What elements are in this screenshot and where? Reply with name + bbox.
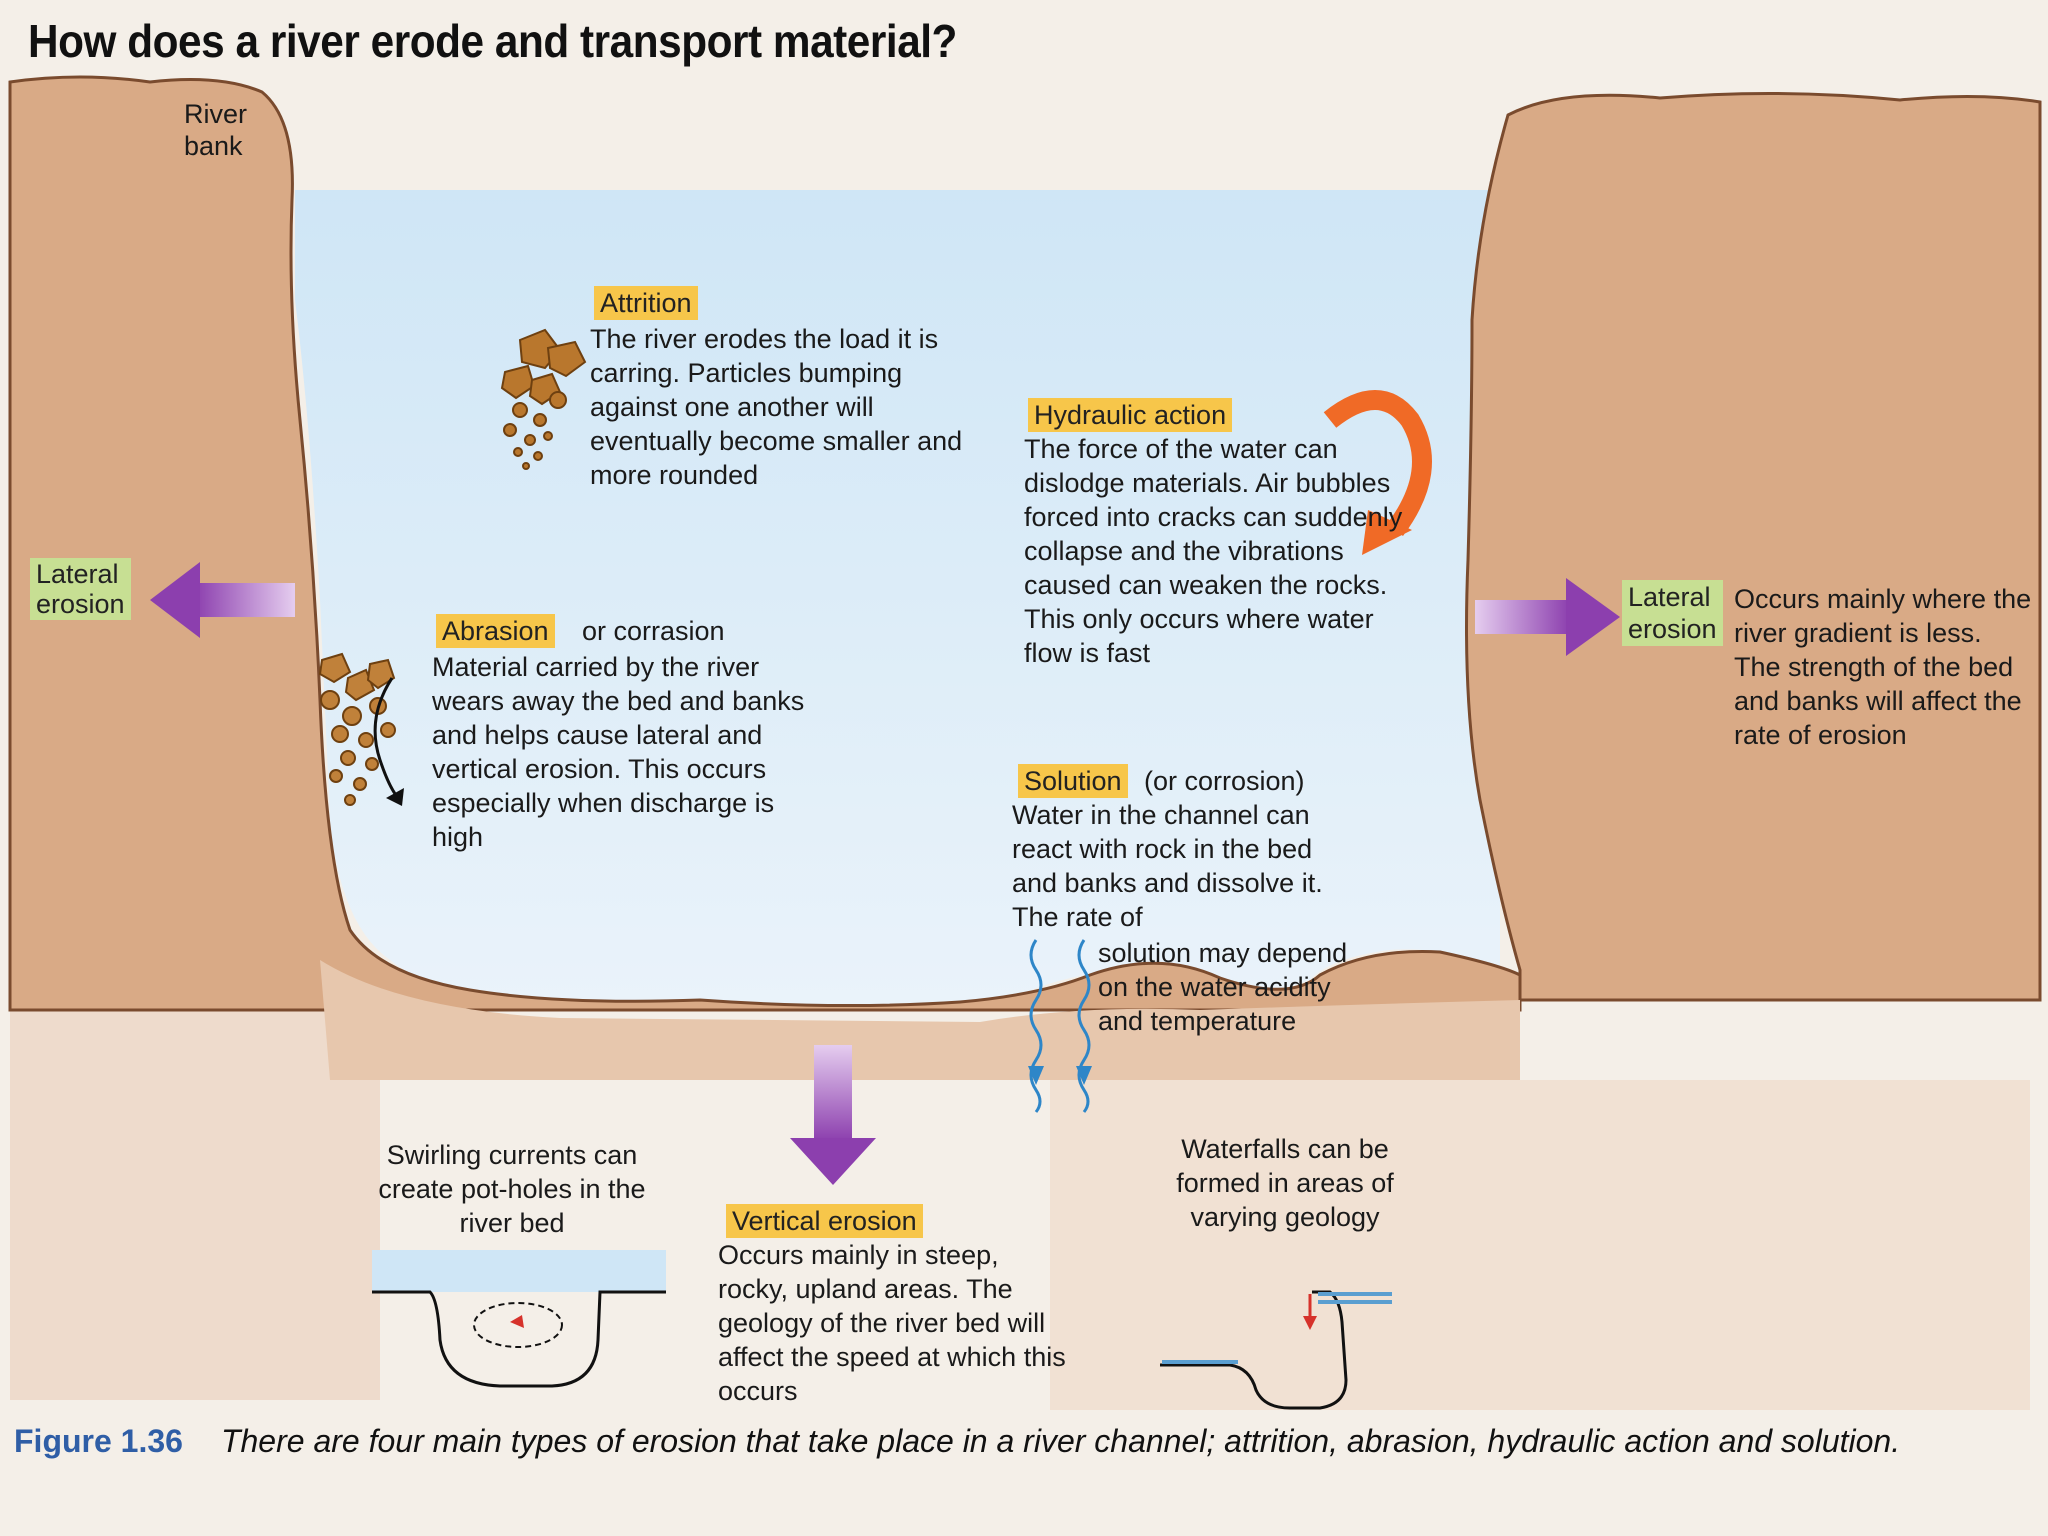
lateral-left-arrow-head — [150, 562, 200, 638]
waterfall-profile — [1160, 1290, 1348, 1410]
caption-text: There are four main types of erosion tha… — [220, 1423, 1901, 1459]
hydraulic-action-text: The force of the water can dislodge mate… — [1024, 434, 1403, 668]
vertical-erosion-text: Occurs mainly in steep, rocky, upland ar… — [718, 1240, 1066, 1406]
attrition-label: Attrition — [594, 286, 698, 320]
channel-bed-band — [320, 960, 1520, 1080]
waterfall-flow-arrowhead — [1303, 1316, 1317, 1330]
lateral-left-label: Lateral erosion — [30, 558, 131, 620]
solution-text-top: Water in the channel can react with rock… — [1012, 800, 1323, 932]
waterfall-water-lines — [1162, 1292, 1392, 1364]
abrasion-label-suffix: or corrasion — [582, 616, 725, 646]
ground-below-left — [10, 1000, 380, 1400]
left-river-bank — [8, 75, 1522, 1012]
solution-label-suffix: (or corrosion) — [1144, 766, 1305, 796]
hydraulic-action-arrow — [1323, 390, 1432, 536]
pothole-swirl-arrowhead — [510, 1315, 524, 1328]
pothole-profile — [372, 1290, 666, 1388]
lateral-right-arrow-head — [1566, 578, 1620, 656]
ground-below-right — [1050, 1080, 2030, 1410]
right-river-bank — [1465, 91, 2042, 1002]
pothole-swirl — [473, 1302, 563, 1348]
potholes-text: Swirling currents can create pot-holes i… — [378, 1140, 646, 1238]
page-title: How does a river erode and transport mat… — [28, 15, 957, 67]
solution-wavy-arrows — [1029, 939, 1091, 1113]
river-bank-label: River bank — [184, 99, 248, 161]
solution-label: Solution — [1018, 764, 1128, 798]
figure-number: Figure 1.36 — [14, 1423, 183, 1459]
abrasion-label: Abrasion — [436, 614, 555, 648]
abrasion-path-arrow — [373, 677, 402, 802]
abrasion-text: Material carried by the river wears away… — [432, 652, 805, 852]
hydraulic-arrowhead — [1362, 510, 1412, 555]
attrition-pebbles — [500, 328, 587, 470]
abrasion-arrowhead — [386, 788, 404, 806]
lateral-right-label: Lateral erosion — [1622, 580, 1723, 646]
river-water — [295, 190, 1500, 1007]
solution-arrowhead-left — [1028, 1066, 1044, 1085]
solution-arrowhead-right — [1076, 1066, 1092, 1085]
vertical-erosion-label: Vertical erosion — [726, 1204, 923, 1238]
lateral-left-arrow-shaft — [195, 583, 295, 617]
figure-caption: Figure 1.36 There are four main types of … — [14, 1418, 2024, 1464]
hydraulic-action-label: Hydraulic action — [1028, 398, 1233, 432]
lateral-right-text: Occurs mainly where the river gradient i… — [1734, 584, 2032, 750]
waterfalls-text: Waterfalls can be formed in areas of var… — [1176, 1134, 1394, 1232]
attrition-text: The river erodes the load it is carring.… — [590, 324, 963, 490]
abrasion-pebbles — [318, 652, 396, 806]
solution-text-bottom: solution may depend on the water acidity… — [1098, 938, 1348, 1036]
lateral-right-arrow-shaft — [1475, 600, 1570, 634]
vertical-arrow-shaft — [814, 1045, 852, 1141]
vertical-arrow-head — [790, 1138, 876, 1185]
pothole-water — [372, 1250, 666, 1292]
